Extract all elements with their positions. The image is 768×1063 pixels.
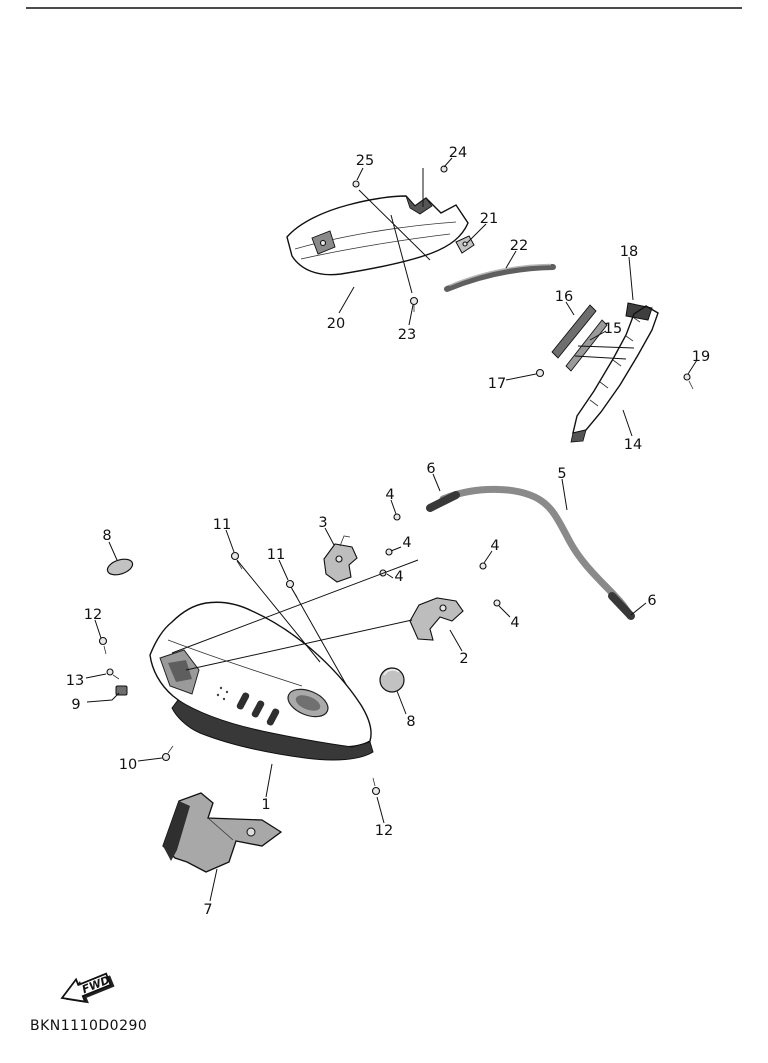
vent-slot: [266, 708, 280, 726]
callout-label: 20: [327, 316, 345, 332]
callout-label: 21: [480, 211, 498, 227]
screw-icon: [352, 180, 360, 188]
callout-label: 5: [557, 466, 566, 482]
screw-icon: [440, 165, 448, 173]
callout-label: 12: [375, 823, 393, 839]
callout-label: 4: [402, 535, 411, 551]
screw-icon: [285, 579, 295, 589]
callout-label: 12: [84, 607, 102, 623]
callout-label: 11: [213, 517, 231, 533]
callout-label: 15: [604, 321, 622, 337]
callout-label: 11: [267, 547, 285, 563]
callout-label: 24: [449, 145, 467, 161]
part-20-cover: [286, 195, 469, 276]
callout-label: 4: [490, 538, 499, 554]
callout-label: 18: [620, 244, 638, 260]
part-3-stay: [323, 535, 358, 583]
screw-icon: [371, 786, 381, 796]
callout-label: 22: [510, 238, 528, 254]
part-6-hose-end: [608, 592, 635, 620]
bolt-icon: [493, 599, 501, 607]
part-6-hose-end: [426, 491, 460, 512]
leader-lines: [85, 157, 698, 902]
callout-label: 4: [394, 569, 403, 585]
fasteners: [98, 165, 694, 796]
part-5-hose: [426, 485, 635, 620]
callout-label: 16: [555, 289, 573, 305]
callout-label: 6: [647, 593, 656, 609]
part-14-stay-bracket: [570, 302, 659, 443]
part-15-16-strips: [551, 304, 608, 372]
screw-icon: [409, 296, 419, 306]
callout-label: 4: [510, 615, 519, 631]
callout-label: 19: [692, 349, 710, 365]
callout-label: 3: [318, 515, 327, 531]
callout-label: 23: [398, 327, 416, 343]
callout-label: 8: [102, 528, 111, 544]
bolt-icon: [385, 548, 393, 556]
callout-label: 14: [624, 437, 642, 453]
screw-icon: [161, 752, 171, 762]
part-7-bracket: [162, 792, 283, 873]
bolt-icon: [393, 513, 401, 521]
diagram-code: BKN1110D0290: [30, 1018, 147, 1034]
screw-icon: [335, 555, 343, 563]
callout-label: 4: [385, 487, 394, 503]
screw-icon: [319, 239, 327, 247]
part-1-front-cowl: [149, 601, 374, 761]
fwd-arrow-icon: FWD: [60, 972, 115, 1004]
screw-icon: [230, 551, 240, 561]
callouts: 25 24 21 22 20 23 18 16 15 19 17 14 6 5 …: [66, 145, 710, 918]
screw-icon: [462, 241, 468, 247]
callout-label: 6: [426, 461, 435, 477]
callout-label: 7: [203, 902, 212, 918]
callout-label: 1: [261, 797, 270, 813]
screw-icon: [106, 668, 114, 676]
vent-slot: [251, 700, 265, 718]
part-8-round-cap: [379, 667, 405, 693]
callout-label: 25: [356, 153, 374, 169]
callout-label: 8: [406, 714, 415, 730]
bolt-icon: [683, 373, 691, 381]
callout-label: 13: [66, 673, 84, 689]
part-8-oval-emblem: [106, 558, 134, 576]
part-22-trim-strip: [444, 263, 556, 292]
screw-icon: [98, 636, 108, 646]
callout-label: 9: [71, 697, 80, 713]
bolt-icon: [535, 368, 545, 378]
callout-label: 10: [119, 757, 137, 773]
part-2-stay: [409, 597, 464, 641]
callout-label: 17: [488, 376, 506, 392]
vent-slot: [236, 692, 250, 710]
screw-icon: [439, 604, 447, 612]
bolt-icon: [479, 562, 487, 570]
callout-label: 2: [459, 651, 468, 667]
